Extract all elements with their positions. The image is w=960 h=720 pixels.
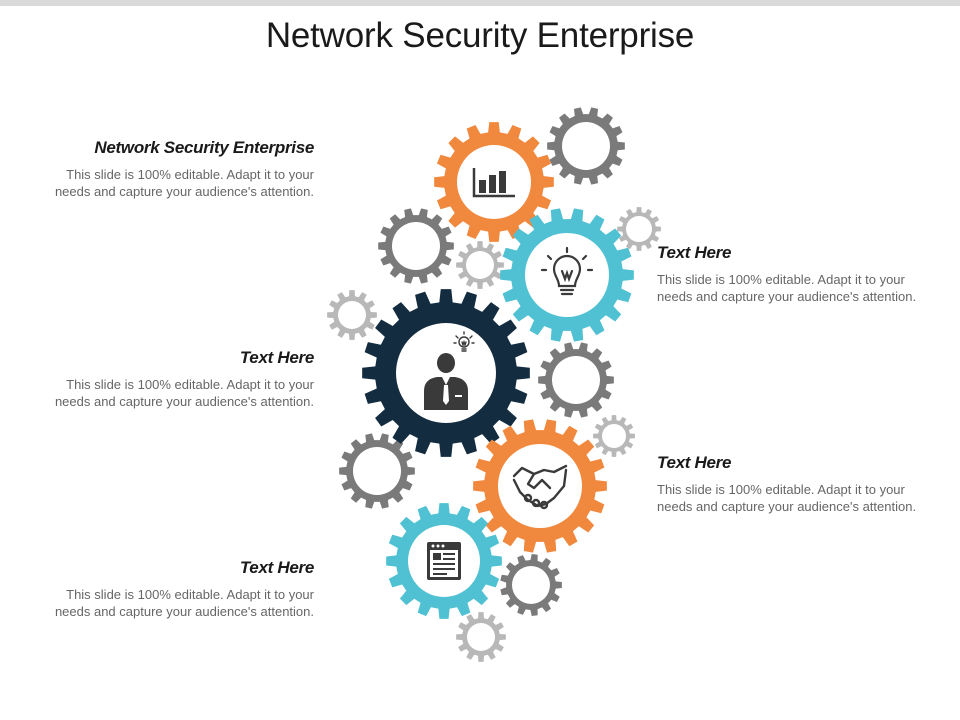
- block-body: This slide is 100% editable. Adapt it to…: [657, 482, 917, 514]
- block-body: This slide is 100% editable. Adapt it to…: [657, 272, 917, 304]
- gear-orange-top: [434, 122, 554, 242]
- block-heading: Text Here: [657, 243, 732, 262]
- block-heading: Network Security Enterprise: [94, 138, 314, 157]
- text-block-right-1: Text Here This slide is 100% editable. A…: [657, 243, 917, 305]
- block-body: This slide is 100% editable. Adapt it to…: [54, 587, 314, 619]
- gear-gray-right-1: [538, 342, 614, 418]
- gear-light-small-2: [456, 241, 504, 289]
- block-heading: Text Here: [657, 453, 732, 472]
- handshake-icon: [512, 464, 568, 510]
- browser-window-icon: [427, 542, 461, 580]
- gear-gray-bottom: [500, 554, 562, 616]
- gear-light-small-3: [327, 290, 377, 340]
- block-body: This slide is 100% editable. Adapt it to…: [54, 377, 314, 409]
- gear-gray-left-2: [339, 433, 415, 509]
- block-heading: Text Here: [239, 348, 314, 367]
- gear-gray-left-1: [378, 208, 454, 284]
- gear-orange-bottom: [473, 419, 607, 553]
- gear-light-small-5: [456, 612, 506, 662]
- block-body: This slide is 100% editable. Adapt it to…: [54, 167, 314, 199]
- gear-teal-middle: [500, 208, 634, 342]
- text-block-left-3: Text Here This slide is 100% editable. A…: [54, 558, 314, 620]
- gear-gray-top-right: [547, 107, 625, 185]
- gear-navy-center: [362, 289, 530, 457]
- gears-layer: [327, 107, 661, 662]
- bar-chart-icon: [472, 168, 515, 198]
- lightbulb-icon: [540, 246, 594, 296]
- text-block-right-2: Text Here This slide is 100% editable. A…: [657, 453, 917, 515]
- gear-teal-bottom: [386, 503, 502, 619]
- block-heading: Text Here: [239, 558, 314, 577]
- idea-bulb-small-icon: [453, 331, 475, 352]
- gear-light-small-4: [593, 415, 635, 457]
- businessman-icon: [424, 353, 468, 410]
- slide-title: Network Security Enterprise: [265, 16, 695, 55]
- text-block-left-2: Text Here This slide is 100% editable. A…: [54, 348, 314, 410]
- gear-light-small-1: [617, 207, 661, 251]
- top-bar: [0, 0, 960, 6]
- text-block-network-security: Network Security Enterprise This slide i…: [54, 138, 314, 200]
